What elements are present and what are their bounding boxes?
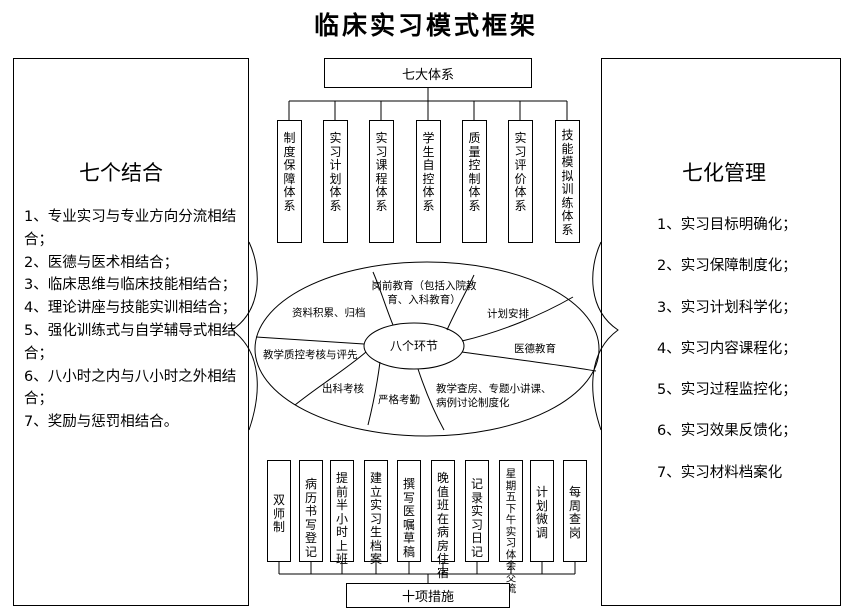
combination-item: 2、医德与医术相结合； (24, 254, 179, 271)
system-box: 制度保障体系 (277, 120, 302, 243)
segment-divider (255, 336, 365, 345)
combination-item: 4、理论讲座与技能实训相结合； (24, 300, 237, 317)
measure-box: 星期五下午实习体会交流 (499, 460, 523, 595)
segment-divider (372, 271, 394, 326)
system-label: 实习评价体系 (514, 131, 527, 213)
measure-box: 晚值班在病房住宿 (431, 460, 455, 579)
management-item: 7、实习材料档案化 (657, 464, 783, 481)
measure-label: 撰写医嘱草稿 (403, 477, 416, 559)
system-box: 实习计划体系 (323, 120, 348, 243)
segment-divider (461, 296, 574, 342)
measure-box: 双师制 (267, 460, 291, 562)
system-box: 实习课程体系 (369, 120, 394, 243)
system-label: 制度保障体系 (283, 131, 296, 213)
seven-combinations-heading: 七个结合 (79, 161, 163, 185)
measure-box: 病历书写登记 (299, 460, 323, 562)
combination-item: 7、奖励与惩罚相结合。 (24, 414, 179, 431)
measure-box: 撰写医嘱草稿 (397, 460, 421, 562)
segment-exit-exam: 出科考核 (322, 383, 364, 395)
segment-teaching-rounds: 教学查房、专题小讲课、病例讨论制度化 (436, 383, 552, 409)
outer-ellipse (254, 261, 600, 437)
measure-box: 提前半小时上班 (330, 460, 354, 566)
combination-item: 1、专业实习与专业方向分流相结合； (24, 209, 237, 248)
segment-divider (367, 361, 381, 426)
combination-item: 5、强化训练式与自学辅导式相结合； (24, 322, 237, 362)
measure-label: 晚值班在病房住宿 (437, 471, 450, 580)
right-bracket-curve (592, 241, 619, 431)
segment-archive: 资料积累、归档 (292, 307, 366, 319)
inner-ellipse (363, 322, 465, 370)
combination-item: 3、临床思维与临床技能相结合； (24, 277, 237, 294)
seven-combinations-panel: 七个结合 1、专业实习与专业方向分流相结合； 2、医德与医术相结合； 3、临床思… (13, 58, 249, 606)
segment-divider (417, 368, 445, 431)
management-item: 1、实习目标明确化； (657, 217, 797, 233)
measure-label: 每周查岗 (569, 485, 582, 540)
measure-label: 星期五下午实习体会交流 (505, 468, 517, 595)
seven-systems-label: 七大体系 (324, 58, 532, 88)
system-box: 技能模拟训练体系 (555, 120, 580, 243)
management-item: 6、实习效果反馈化； (657, 423, 797, 440)
measure-label: 双师制 (273, 493, 286, 534)
system-box: 实习评价体系 (508, 120, 533, 243)
segment-divider (294, 351, 367, 406)
measure-label: 计划微调 (536, 485, 549, 540)
measure-box: 记录实习日记 (465, 460, 489, 562)
seven-managements-list: 1、实习目标明确化； 2、实习保障制度化； 3、实习计划科学化； 4、实习内容课… (657, 205, 797, 494)
measure-label: 病历书写登记 (305, 477, 318, 559)
measure-box: 每周查岗 (563, 460, 587, 562)
segment-quality-control: 教学质控考核与评先 (263, 349, 358, 361)
left-bracket-curve (231, 241, 258, 431)
segment-attendance: 严格考勤 (378, 394, 420, 406)
management-item: 4、实习内容课程化； (657, 340, 797, 357)
measure-box: 建立实习生档案 (364, 460, 388, 566)
measure-label: 记录实习日记 (471, 477, 484, 559)
system-label: 实习课程体系 (375, 131, 388, 213)
ten-measures-label: 十项措施 (346, 583, 510, 608)
management-item: 5、实习过程监控化； (657, 382, 797, 399)
segment-pre-job-education: 岗前教育（包括入院教育、入科教育） (371, 280, 477, 306)
eight-links-label: 八个环节 (389, 339, 438, 353)
management-item: 3、实习计划科学化； (657, 299, 797, 316)
segment-ethics-education: 医德教育 (514, 343, 556, 355)
seven-managements-heading: 七化管理 (682, 161, 766, 185)
system-box: 质量控制体系 (462, 120, 487, 243)
system-label: 技能模拟训练体系 (561, 128, 574, 237)
segment-divider (446, 274, 475, 331)
system-label: 质量控制体系 (468, 131, 481, 213)
system-label: 学生自控体系 (422, 131, 435, 213)
segment-divider (461, 351, 597, 372)
measure-label: 提前半小时上班 (336, 471, 349, 566)
seven-managements-panel: 七化管理 1、实习目标明确化； 2、实习保障制度化； 3、实习计划科学化； 4、… (601, 58, 841, 606)
measure-box: 计划微调 (530, 460, 554, 562)
seven-combinations-list: 1、专业实习与专业方向分流相结合； 2、医德与医术相结合； 3、临床思维与临床技… (24, 206, 242, 434)
page-title: 临床实习模式框架 (313, 11, 538, 40)
system-label: 实习计划体系 (329, 131, 342, 213)
segment-plan-arrangement: 计划安排 (487, 308, 529, 320)
management-item: 2、实习保障制度化； (657, 258, 797, 275)
measure-label: 建立实习生档案 (370, 471, 383, 566)
system-box: 学生自控体系 (416, 120, 441, 243)
combination-item: 6、八小时之内与八小时之外相结合； (24, 368, 237, 408)
